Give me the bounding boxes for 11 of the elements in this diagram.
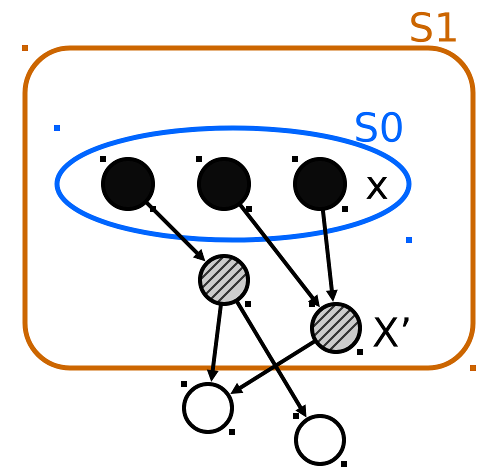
empty-circle <box>294 414 346 466</box>
set-label: S1 <box>411 12 456 42</box>
node-label: X’ <box>373 317 409 347</box>
hatched-circle <box>310 302 362 354</box>
empty-circle <box>182 382 234 434</box>
filled-circle <box>293 157 347 211</box>
filled-circle <box>101 157 155 211</box>
set-label: S0 <box>356 112 402 142</box>
node-label: x <box>366 177 388 199</box>
hatched-circle <box>198 254 250 306</box>
filled-circle <box>197 157 251 211</box>
